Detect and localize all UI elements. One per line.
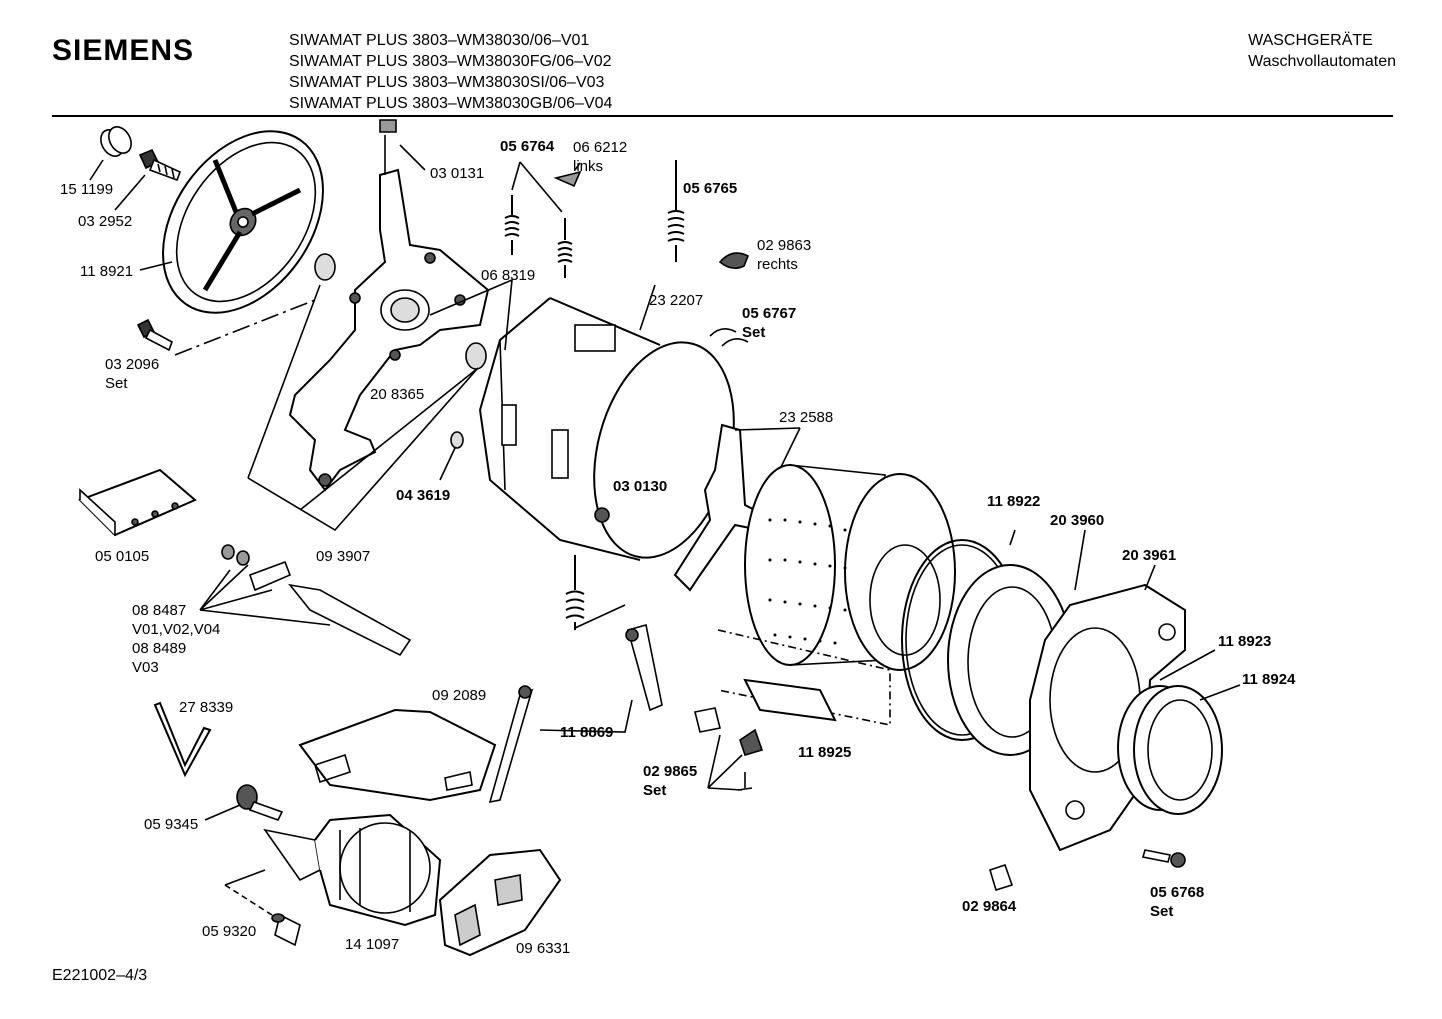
part-label-032952: 03 2952 — [78, 213, 133, 230]
model-line: SIWAMAT PLUS 3803–WM38030FG/06–V02 — [289, 53, 612, 70]
nut-part — [439, 431, 464, 481]
tub-part — [429, 278, 735, 561]
part-label-208365: 20 8365 — [370, 386, 425, 403]
part-label-118922: 11 8922 — [987, 493, 1041, 510]
shock-absorber-part — [488, 623, 663, 804]
part-label-232588: 23 2588 — [779, 409, 834, 426]
bushing-part — [89, 126, 132, 181]
part-label-059345: 05 9345 — [144, 816, 199, 833]
bolt-part — [136, 299, 316, 356]
front-panel-part — [1029, 564, 1186, 852]
pulley-wheel-part — [139, 130, 324, 314]
screw-part — [1141, 849, 1186, 868]
clamp-part — [709, 328, 749, 347]
part-label-096331: 09 6331 — [516, 940, 571, 957]
terminal-block-part — [78, 468, 197, 537]
category-block: WASCHGERÄTE Waschvollautomaten — [1248, 30, 1396, 72]
part-label-118869: 11 8869 — [560, 724, 614, 741]
screw-part — [114, 148, 182, 211]
category-subtitle: Waschvollautomaten — [1248, 53, 1396, 70]
model-line: SIWAMAT PLUS 3803–WM38030GB/06–V04 — [289, 95, 613, 112]
part-label-278339: 27 8339 — [179, 699, 234, 716]
motor-part — [224, 813, 442, 927]
part-label-118921: 11 8921 — [80, 263, 134, 280]
clip-part — [553, 162, 582, 188]
part-label-151199: 15 1199 — [60, 181, 114, 198]
heater-element-part — [199, 544, 412, 657]
part-label-093907: 09 3907 — [316, 548, 371, 565]
bolt-part — [204, 784, 284, 821]
part-label-030130: 03 0130 — [613, 478, 668, 495]
document-code: E221002–4/3 — [52, 967, 148, 984]
dispenser-part — [694, 629, 891, 791]
spacer-part — [224, 884, 301, 947]
category-title: WASCHGERÄTE — [1248, 32, 1373, 49]
part-label-203960: 20 3960 — [1050, 512, 1105, 529]
part-label-029864: 02 9864 — [962, 898, 1017, 915]
brush-holder-part — [438, 848, 562, 957]
model-line: SIWAMAT PLUS 3803–WM38030SI/06–V03 — [289, 74, 605, 91]
header-rule — [52, 115, 1393, 117]
model-line: SIWAMAT PLUS 3803–WM38030/06–V01 — [289, 32, 590, 49]
part-label-141097: 14 1097 — [345, 936, 400, 953]
part-label-056765: 05 6765 — [683, 180, 738, 197]
model-list: SIWAMAT PLUS 3803–WM38030/06–V01 SIWAMAT… — [289, 30, 612, 114]
brand-logo: SIEMENS — [52, 34, 195, 67]
spring-part — [565, 555, 626, 630]
bearing-bushing-part — [247, 253, 487, 532]
spring-part — [504, 161, 573, 278]
part-label-203961: 20 3961 — [1122, 547, 1177, 564]
part-label-232207: 23 2207 — [649, 292, 704, 309]
part-label-118924: 11 8924 — [1242, 671, 1296, 688]
drum-part — [744, 464, 956, 671]
door-seal-part — [1117, 649, 1241, 815]
part-label-118925: 11 8925 — [798, 744, 852, 761]
part-label-043619: 04 3619 — [396, 487, 451, 504]
clip-part — [989, 863, 1014, 892]
part-label-118923: 11 8923 — [1218, 633, 1272, 650]
bracket-part — [718, 252, 750, 270]
part-label-092089: 09 2089 — [432, 687, 487, 704]
part-label-059320: 05 9320 — [202, 923, 257, 940]
drive-belt-part — [153, 701, 212, 778]
part-label-030131: 03 0131 — [430, 165, 485, 182]
part-label-068319: 06 8319 — [481, 267, 536, 284]
spring-part — [667, 160, 685, 262]
cover-plate-part — [298, 708, 497, 802]
part-label-056764: 05 6764 — [500, 138, 555, 155]
part-label-050105: 05 0105 — [95, 548, 150, 565]
